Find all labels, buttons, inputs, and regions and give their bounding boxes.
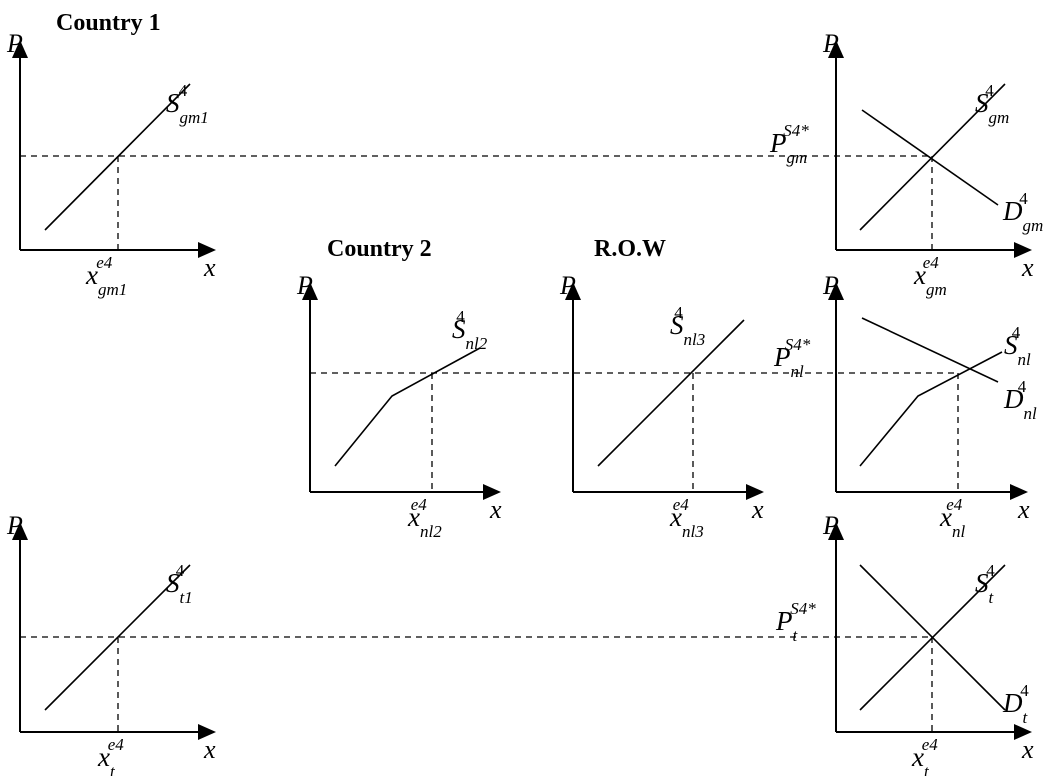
quantity-axis-arrow-icon: [198, 724, 216, 740]
supply-curve: [859, 351, 1003, 467]
price-axis-arrow-icon: [302, 282, 318, 300]
supply-curve: [334, 347, 481, 467]
price-axis-label: P: [822, 271, 839, 300]
quantity-axis-label: x: [203, 253, 216, 282]
quantity-axis-arrow-icon: [1014, 724, 1032, 740]
nl-world-price-label: PnlS4*: [773, 335, 811, 381]
quantity-axis-arrow-icon: [1010, 484, 1028, 500]
heading-country-1: Country 1: [56, 10, 161, 36]
price-axis-arrow-icon: [565, 282, 581, 300]
demand-curve-label: Dt4: [1002, 681, 1029, 727]
supply-curve: [597, 319, 745, 467]
supply-curve-label: Sgm14: [166, 81, 209, 127]
equilibrium-quantity-label: xnle4: [939, 495, 965, 541]
price-axis-arrow-icon: [828, 282, 844, 300]
panel-world-nl: P x Snl4 Dnl4 xnle4: [822, 271, 1037, 541]
demand-curve: [861, 317, 999, 383]
equilibrium-quantity-label: xgm1e4: [85, 253, 127, 299]
equilibrium-quantity-label: xgme4: [913, 253, 947, 299]
price-axis-arrow-icon: [828, 40, 844, 58]
quantity-axis-label: x: [203, 735, 216, 764]
supply-curve-label: St4: [975, 561, 995, 607]
demand-curve-label: Dgm4: [1002, 189, 1043, 235]
price-axis-label: P: [296, 271, 313, 300]
price-axis-label: P: [559, 271, 576, 300]
price-axis-label: P: [6, 29, 23, 58]
quantity-axis-arrow-icon: [746, 484, 764, 500]
quantity-axis-arrow-icon: [1014, 242, 1032, 258]
demand-curve-label: Dnl4: [1003, 377, 1037, 423]
quantity-axis-label: x: [1021, 253, 1034, 282]
price-axis-arrow-icon: [12, 522, 28, 540]
heading-country-2: Country 2: [327, 236, 432, 262]
price-axis-label: P: [822, 29, 839, 58]
demand-curve: [861, 109, 999, 206]
supply-curve-label: Snl24: [452, 307, 488, 353]
supply-curve-label: Sgm4: [975, 81, 1009, 127]
equilibrium-quantity-label: xte4: [97, 735, 124, 776]
quantity-axis-label: x: [751, 495, 764, 524]
heading-rest-of-world: R.O.W: [594, 236, 666, 262]
gm-world-price-label: PgmS4*: [769, 121, 809, 167]
quantity-axis-label: x: [1021, 735, 1034, 764]
quantity-axis-arrow-icon: [483, 484, 501, 500]
price-axis-label: P: [822, 511, 839, 540]
panel-row-nl: P x Snl34 xnl3e4: [559, 271, 764, 541]
price-axis-label: P: [6, 511, 23, 540]
panel-country1-t: P x St14 xte4: [6, 511, 216, 776]
panel-world-gm: P x Sgm4 Dgm4 xgme4: [822, 29, 1043, 299]
equilibrium-quantity-label: xnl3e4: [669, 495, 704, 541]
quantity-axis-label: x: [489, 495, 502, 524]
t-world-price-label: PtS4*: [775, 599, 816, 645]
panel-world-t: P x St4 Dt4 xte4: [822, 511, 1034, 776]
price-axis-arrow-icon: [828, 522, 844, 540]
quantity-axis-label: x: [1017, 495, 1030, 524]
equilibrium-quantity-label: xnl2e4: [407, 495, 442, 541]
panel-country2-nl: P x Snl24 xnl2e4: [296, 271, 502, 541]
panel-country1-gm: P x Sgm14 xgm1e4: [6, 29, 216, 299]
quantity-axis-arrow-icon: [198, 242, 216, 258]
price-axis-arrow-icon: [12, 40, 28, 58]
equilibrium-quantity-label: xte4: [911, 735, 938, 776]
supply-curve-label: Snl4: [1004, 323, 1031, 369]
supply-curve-label: St14: [166, 561, 193, 607]
supply-curve-label: Snl34: [670, 303, 705, 349]
